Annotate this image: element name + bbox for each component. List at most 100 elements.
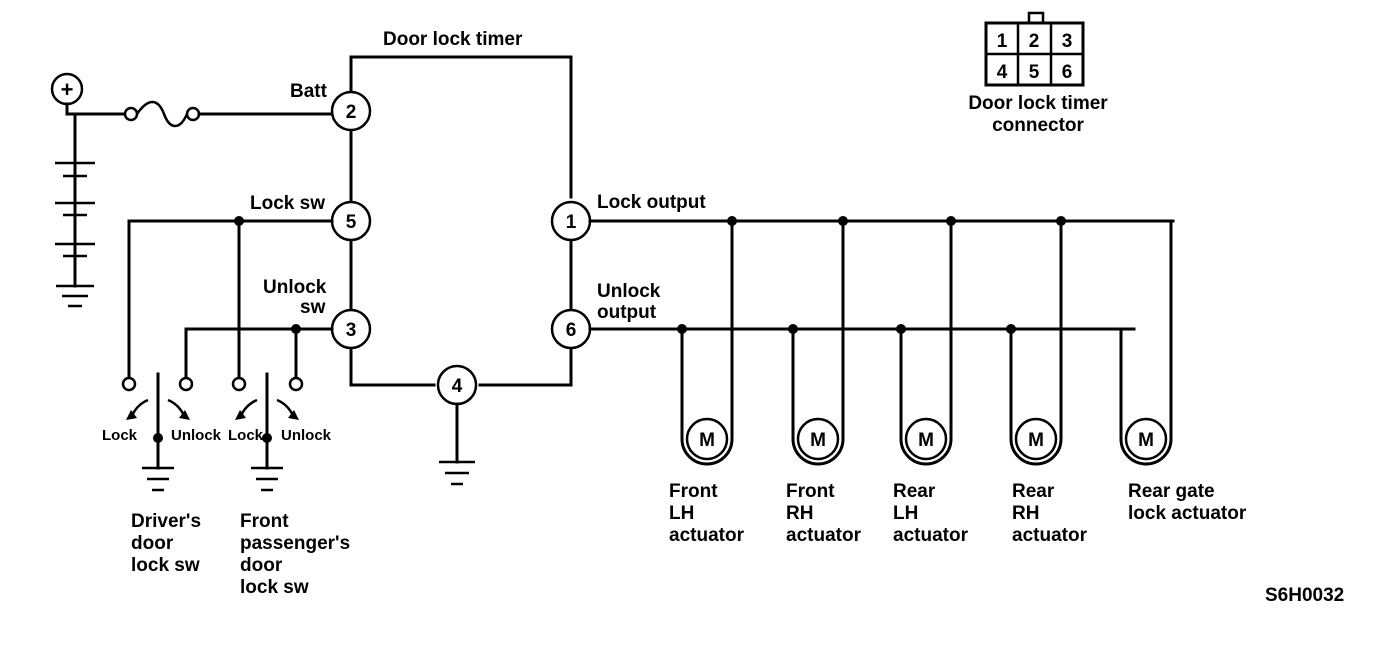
svg-text:4: 4 [452,376,463,397]
motor-icon [796,417,840,461]
actuator-wire [1009,219,1063,466]
actuator-name-line: Rear gate [1128,481,1215,502]
drivers-switch-name-2: door [131,533,174,554]
actuator-name-line: actuator [786,525,862,546]
output-buses [588,219,1175,331]
svg-text:6: 6 [566,320,577,341]
terminal-ground: 4 [436,364,478,486]
connector-pin: 2 [1029,31,1040,52]
motor-icon [685,417,729,461]
lock-junction [838,216,848,226]
passenger-switch-name-2: passenger's [240,533,350,554]
actuator-wire [899,219,953,466]
actuator-name-line: LH [669,503,694,524]
terminal-lock-sw: 5 Lock sw [250,193,372,242]
connector-pin: 1 [997,31,1008,52]
fuse-icon [135,100,189,128]
unlock-sw-label-line1: Unlock [263,277,327,298]
unlock-junction [896,324,906,334]
actuator-name-line: RH [786,503,813,524]
lock-sw-label: Lock sw [250,193,325,214]
unlock-junction [1006,324,1016,334]
drivers-switch-name-3: lock sw [131,555,200,576]
ground-icon-driver [142,466,174,492]
lock-junction [1056,216,1066,226]
lock-junction [946,216,956,226]
actuator-name-line: Front [786,481,835,502]
figure-code: S6H0032 [1265,585,1344,606]
passenger-switch-name-1: Front [240,511,289,532]
motor-symbol: M [1028,430,1044,451]
drivers-door-lock-switch: Lock Unlock Driver's door lock sw [102,372,222,576]
motor-symbol: M [918,430,934,451]
lock-junction [727,216,737,226]
motor-icon [1014,417,1058,461]
passenger-unlock-label: Unlock [281,427,332,444]
actuator-name-line: RH [1012,503,1039,524]
actuator-wire [791,219,845,466]
motor-symbol: M [699,430,715,451]
battery-supply: + [50,72,334,308]
actuator-wire [1119,219,1173,466]
actuator-group: MFrontLHactuatorMFrontRHactuatorMRearLHa… [669,216,1247,546]
fuse-terminal-right [185,106,201,122]
terminal-batt: 2 Batt [290,81,372,132]
svg-text:2: 2 [346,102,357,123]
svg-text:5: 5 [346,212,357,233]
lock-output-label: Lock output [597,192,706,213]
actuator-name-line: actuator [1012,525,1088,546]
connector-pin: 3 [1062,31,1073,52]
connector-pin: 4 [997,62,1008,83]
ground-icon-timer [439,460,475,486]
passenger-lock-label: Lock [228,427,264,444]
motor-icon [1124,417,1168,461]
actuator-name-line: LH [893,503,918,524]
terminal-lock-output: 1 Lock output [550,192,706,242]
passenger-switch-name-4: lock sw [240,577,309,598]
terminal-unlock-sw: 3 Unlock sw [263,277,372,350]
motor-symbol: M [1138,430,1154,451]
svg-text:3: 3 [346,320,357,341]
unlock-sw-label-line2: sw [300,297,326,318]
connector-label-line1: Door lock timer [968,93,1108,114]
door-lock-timer-connector: 1 2 3 4 5 6 Door lock timer connector [968,11,1108,136]
ground-icon-passenger [251,466,283,492]
actuator-name-line: actuator [669,525,745,546]
actuator-name-line: Rear [1012,481,1055,502]
connector-pin: 6 [1062,62,1073,83]
terminal-unlock-output: 6 Unlock output [550,281,661,350]
actuator-name-line: lock actuator [1128,503,1247,524]
connector-pin: 5 [1029,62,1040,83]
passenger-door-lock-switch: Lock Unlock Front passenger's door lock … [228,372,350,598]
drivers-lock-label: Lock [102,427,138,444]
fuse-terminal-left [123,106,139,122]
actuator-wire [680,219,734,466]
battery-cells-icon [55,161,95,258]
motor-symbol: M [810,430,826,451]
drivers-switch-name-1: Driver's [131,511,201,532]
timer-frame-wires [349,55,573,387]
motor-icon [904,417,948,461]
actuator-name-line: actuator [893,525,969,546]
unlock-junction [788,324,798,334]
unlock-junction [677,324,687,334]
actuator-name-line: Rear [893,481,936,502]
actuator-name-line: Front [669,481,718,502]
ground-icon-battery [56,284,94,308]
passenger-switch-name-3: door [240,555,283,576]
unlock-output-label-line1: Unlock [597,281,661,302]
connector-label-line2: connector [992,115,1084,136]
unlock-output-label-line2: output [597,302,657,323]
drivers-unlock-label: Unlock [171,427,222,444]
timer-title: Door lock timer [383,29,523,50]
switch-wiring [127,216,334,380]
svg-text:1: 1 [566,212,577,233]
batt-label: Batt [290,81,328,102]
positive-symbol: + [61,77,74,102]
